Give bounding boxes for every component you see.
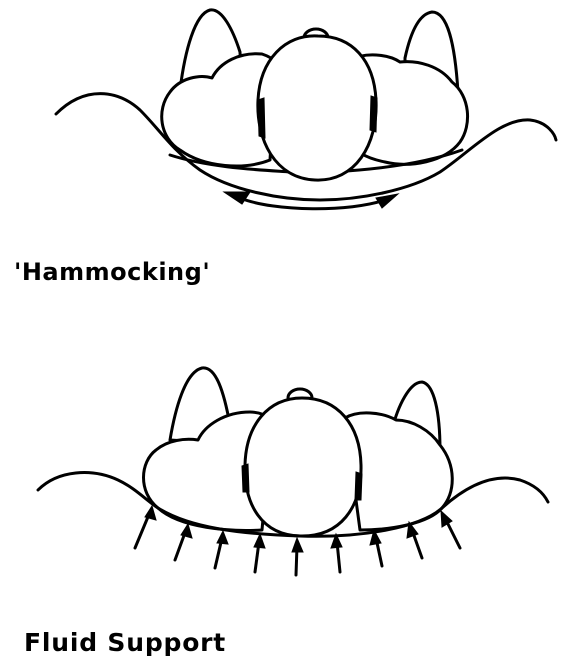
support-arrow <box>215 531 228 568</box>
support-arrow <box>135 506 156 548</box>
fluid-support-caption: Fluid Support <box>24 628 226 657</box>
hammocking-figure <box>56 10 556 209</box>
left-ear-bottom <box>242 464 249 492</box>
head-bottom <box>245 398 361 536</box>
fluid-support-figure <box>38 368 548 575</box>
support-arrow <box>441 511 460 548</box>
right-ear-bottom <box>355 472 362 500</box>
support-arrow <box>254 534 265 572</box>
support-arrow <box>407 522 422 558</box>
hammocking-caption: 'Hammocking' <box>14 258 210 286</box>
tension-arrow-left <box>224 192 250 204</box>
support-arrow <box>331 534 342 572</box>
head <box>258 36 376 180</box>
support-arrow <box>175 524 192 560</box>
support-arrow <box>370 530 382 566</box>
left-ear <box>258 98 265 138</box>
support-arrow <box>292 538 303 575</box>
tension-arrow-right <box>376 194 398 208</box>
right-ear <box>370 96 377 132</box>
